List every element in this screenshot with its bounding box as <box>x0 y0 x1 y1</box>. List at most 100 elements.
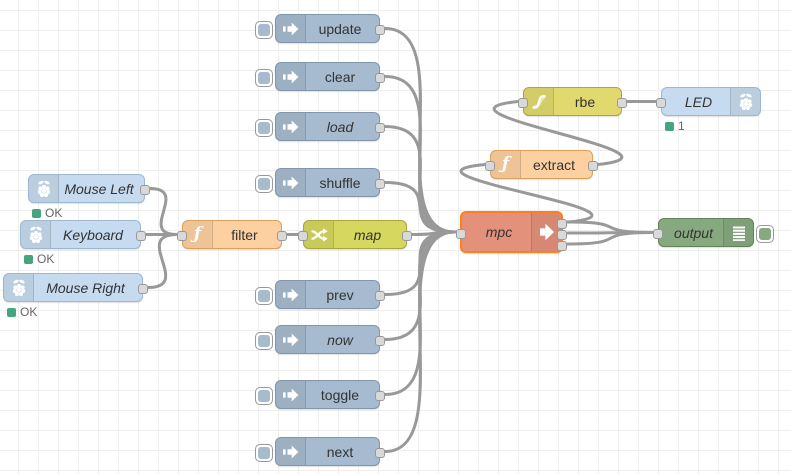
input-port[interactable] <box>456 229 466 239</box>
input-port[interactable] <box>485 160 495 171</box>
output-port[interactable] <box>375 122 385 133</box>
debug-lines-icon <box>723 219 753 246</box>
button-fill <box>258 446 270 459</box>
node-next[interactable]: next <box>255 437 385 466</box>
button-fill <box>258 177 270 190</box>
status-dot-icon <box>665 121 674 131</box>
wire-mpc-to-output[interactable] <box>566 231 655 246</box>
inject-button[interactable] <box>255 174 273 193</box>
node-label: update <box>318 20 362 37</box>
button-fill <box>258 71 270 84</box>
output-port[interactable] <box>375 178 385 189</box>
node-status: 1 <box>665 119 685 133</box>
output-port[interactable] <box>138 283 148 294</box>
wire-mpc-to-extract[interactable] <box>459 163 594 224</box>
node-label: next <box>326 443 354 460</box>
node-output[interactable]: output <box>653 218 774 247</box>
output-port[interactable] <box>375 447 385 458</box>
node-update[interactable]: update <box>255 14 385 43</box>
wire-shuffle-to-mpc[interactable] <box>383 181 457 234</box>
inject-arrow-icon <box>276 438 306 465</box>
node-load[interactable]: load <box>255 112 385 141</box>
node-label: extract <box>532 156 575 173</box>
node-toggle[interactable]: toggle <box>255 380 385 409</box>
debug-toggle-button[interactable] <box>756 224 774 243</box>
inject-arrow-icon <box>276 113 306 140</box>
raspberry-pi-icon <box>4 274 34 301</box>
output-port[interactable] <box>402 230 412 241</box>
button-fill <box>759 227 771 240</box>
inject-button[interactable] <box>255 286 273 305</box>
input-port[interactable] <box>177 230 187 241</box>
node-label: prev <box>326 286 354 303</box>
node-mpc[interactable]: mpc <box>456 211 567 253</box>
output-port[interactable] <box>557 241 567 251</box>
wire-mouse-right-to-filter[interactable] <box>146 233 179 289</box>
shuffle-icon <box>304 221 334 248</box>
output-port[interactable] <box>557 230 567 240</box>
input-port[interactable] <box>518 97 528 108</box>
button-fill <box>258 289 270 302</box>
output-port[interactable] <box>617 97 627 108</box>
output-port[interactable] <box>140 184 150 195</box>
status-dot-icon <box>7 307 16 317</box>
status-text: OK <box>20 305 38 319</box>
output-port[interactable] <box>136 230 146 241</box>
node-rbe[interactable]: rbe <box>518 87 627 116</box>
inject-button[interactable] <box>255 68 273 87</box>
inject-button[interactable] <box>255 331 273 350</box>
node-clear[interactable]: clear <box>255 62 385 91</box>
wire-extract-to-rbe[interactable] <box>492 100 624 166</box>
node-label: output <box>674 224 713 241</box>
node-filter[interactable]: ƒ filter <box>177 220 287 249</box>
status-text: OK <box>37 252 55 266</box>
raspberry-pi-icon <box>29 175 59 202</box>
output-port[interactable] <box>375 390 385 401</box>
output-port[interactable] <box>375 72 385 83</box>
node-shuffle[interactable]: shuffle <box>255 168 385 197</box>
node-status: OK <box>32 206 62 220</box>
inject-button[interactable] <box>255 443 273 462</box>
inject-button[interactable] <box>255 386 273 405</box>
node-label: clear <box>324 68 356 85</box>
input-port[interactable] <box>298 230 308 241</box>
node-label: mpc <box>485 224 513 240</box>
raspberry-pi-icon <box>730 88 760 115</box>
node-label: toggle <box>320 386 360 403</box>
button-fill <box>258 334 270 347</box>
wire-next-to-mpc[interactable] <box>383 230 457 453</box>
wire-mouse-left-to-filter[interactable] <box>148 187 179 236</box>
inject-arrow-icon <box>276 381 306 408</box>
inject-arrow-icon <box>276 169 306 196</box>
input-port[interactable] <box>656 97 666 108</box>
node-now[interactable]: now <box>255 325 385 354</box>
inject-button[interactable] <box>255 20 273 39</box>
function-icon: ƒ <box>183 221 213 248</box>
status-dot-icon <box>24 254 33 264</box>
input-port[interactable] <box>653 228 663 239</box>
output-port[interactable] <box>375 24 385 35</box>
status-text: 1 <box>678 119 685 133</box>
wire-mpc-to-output[interactable] <box>566 220 655 234</box>
output-port[interactable] <box>375 290 385 301</box>
node-label: Mouse Left <box>64 180 134 197</box>
output-port[interactable] <box>277 230 287 241</box>
inject-button[interactable] <box>255 118 273 137</box>
output-port[interactable] <box>588 160 598 171</box>
output-port[interactable] <box>375 335 385 346</box>
node-label: shuffle <box>319 174 361 191</box>
wire-load-to-mpc[interactable] <box>383 125 457 234</box>
output-port[interactable] <box>557 219 567 229</box>
status-dot-icon <box>32 208 41 218</box>
button-fill <box>258 23 270 36</box>
node-label: filter <box>231 226 258 243</box>
inject-arrow-icon <box>276 63 306 90</box>
node-prev[interactable]: prev <box>255 280 385 309</box>
node-map[interactable]: map <box>298 220 412 249</box>
